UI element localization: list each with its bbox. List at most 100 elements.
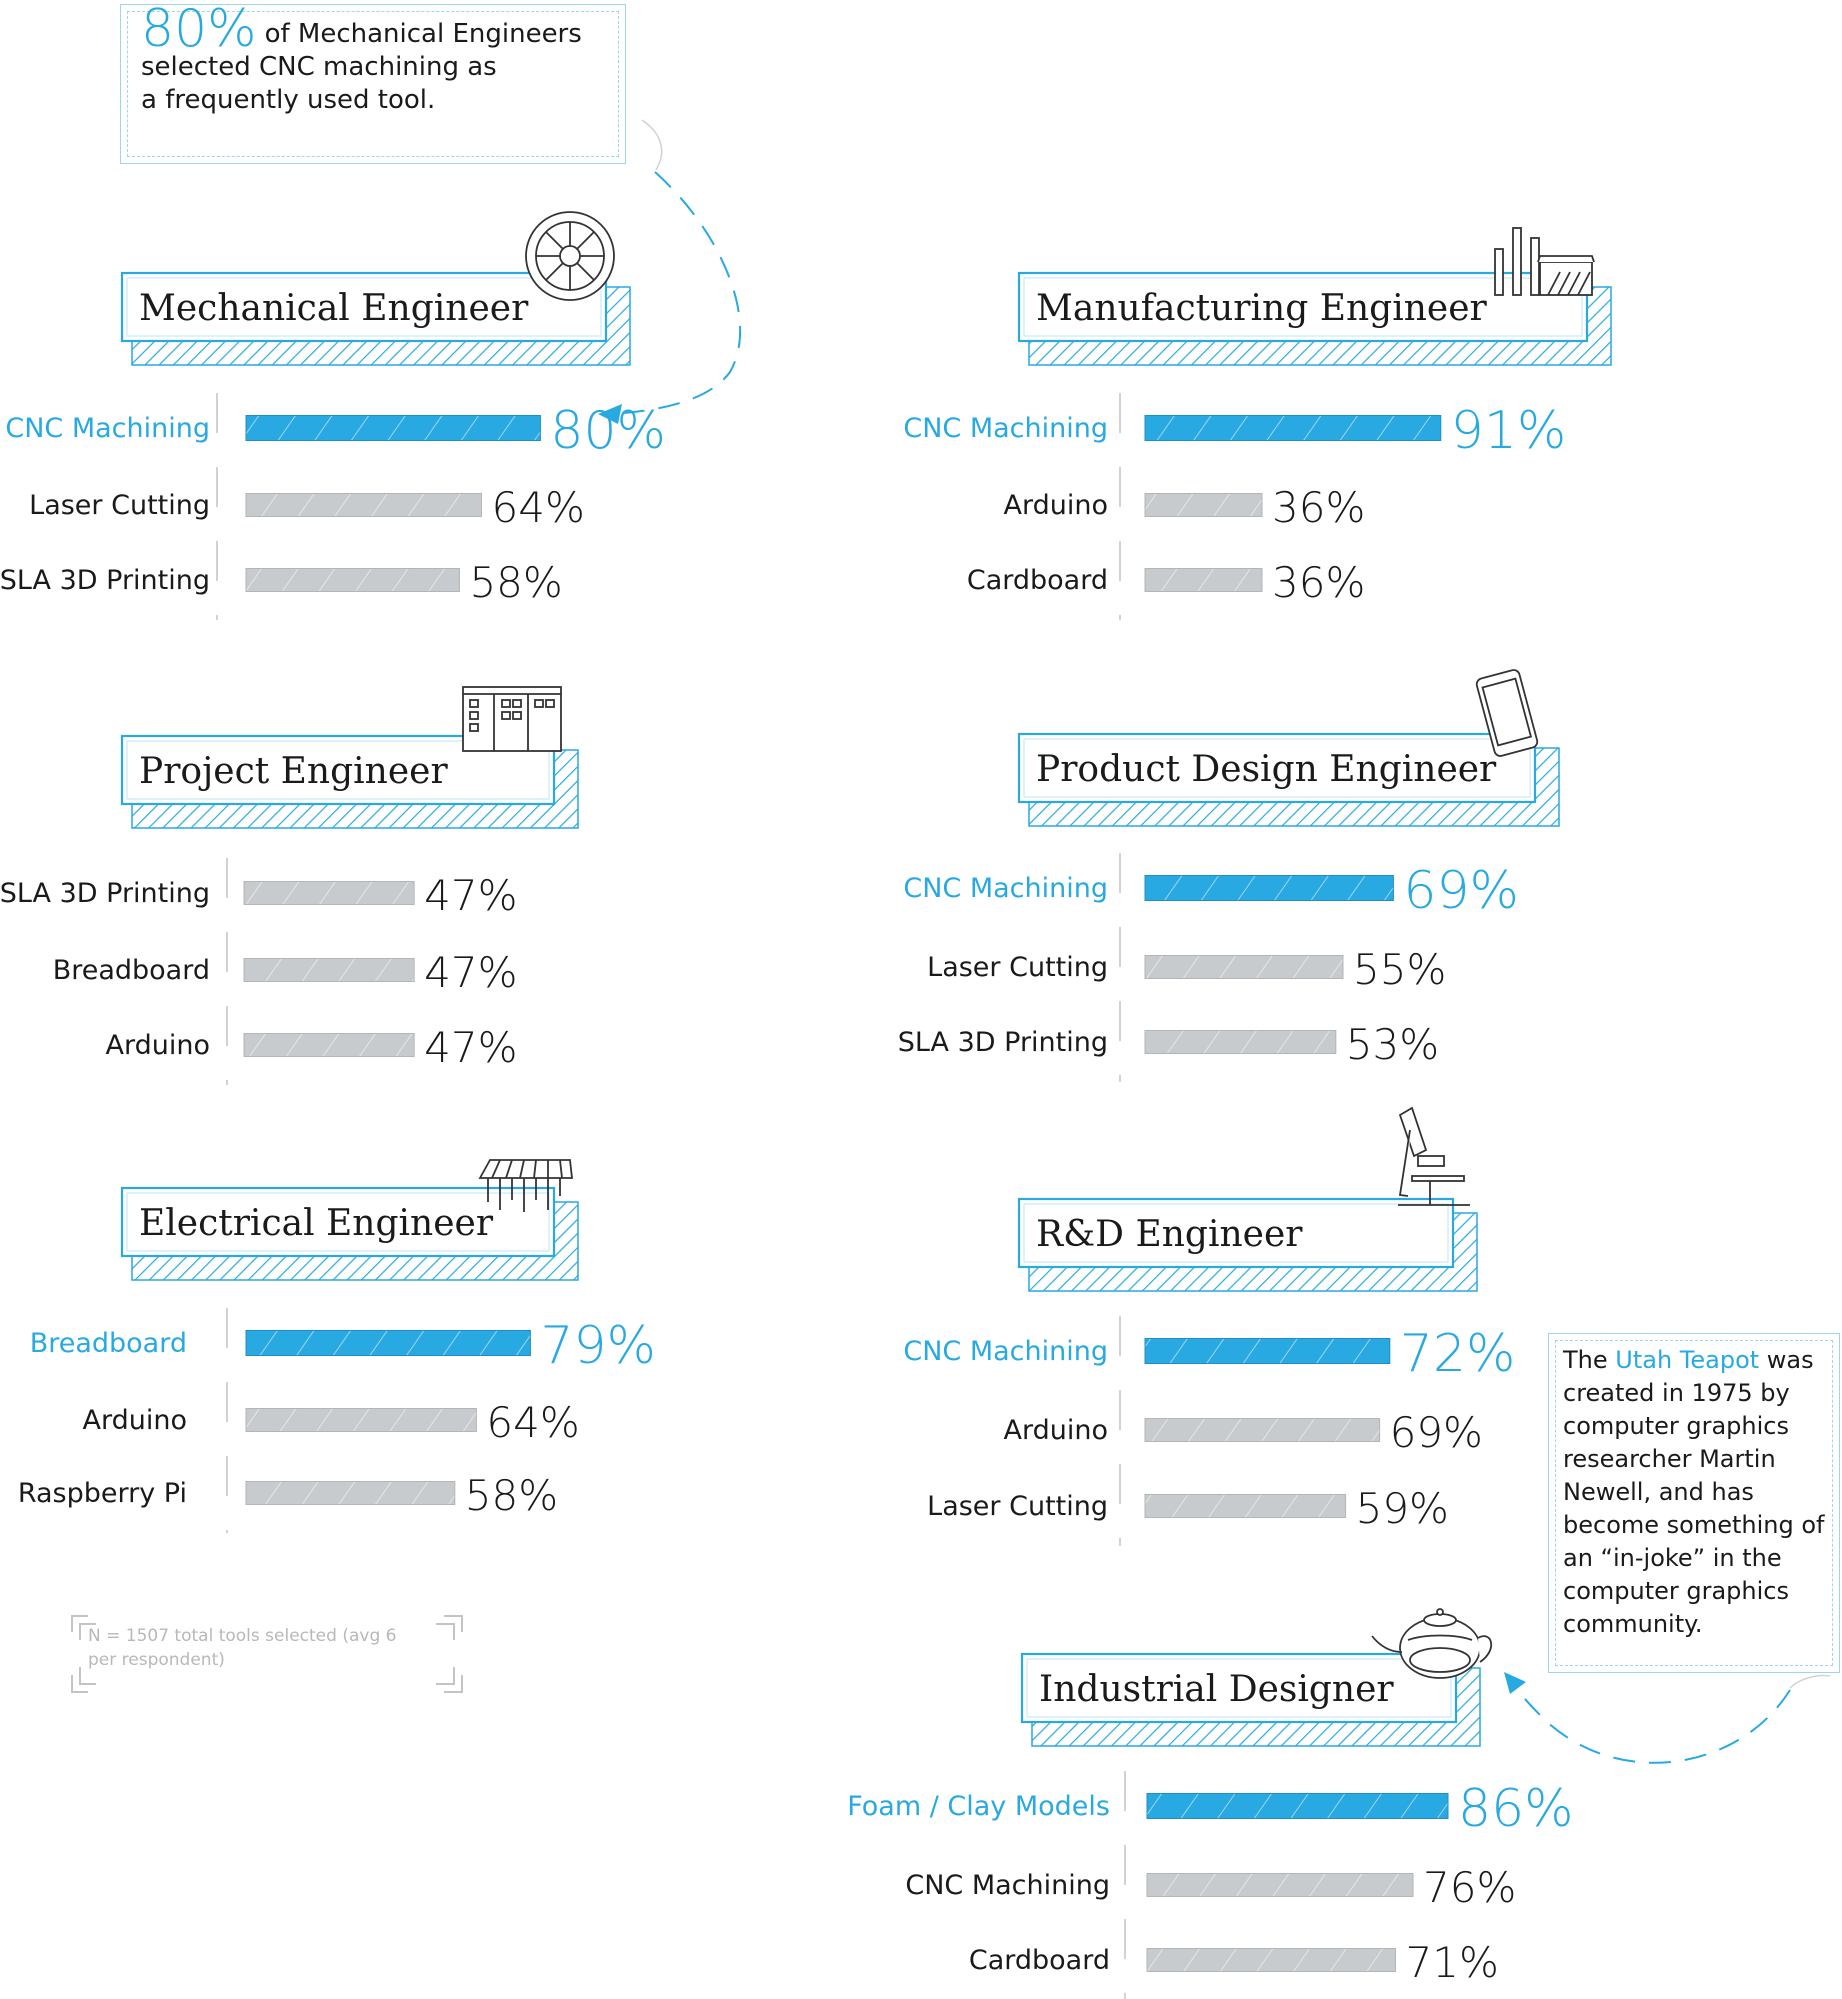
gear-icon	[525, 211, 615, 301]
data-label: 47%	[424, 948, 517, 997]
data-label: 55%	[1353, 945, 1446, 994]
header-box-inner	[126, 1192, 550, 1252]
bar	[243, 881, 415, 905]
bar	[1144, 955, 1344, 979]
bar	[1146, 1793, 1449, 1819]
chart-title: R&D Engineer	[1036, 1214, 1303, 1255]
chart-title: Project Engineer	[139, 751, 448, 792]
chart-title: Electrical Engineer	[139, 1203, 494, 1244]
category-label: Arduino	[1004, 490, 1108, 521]
category-label: SLA 3D Printing	[0, 565, 210, 596]
category-label: Cardboard	[969, 1945, 1110, 1976]
category-label: Breadboard	[30, 1328, 187, 1359]
category-label: Laser Cutting	[29, 490, 210, 521]
callout-arrow-teapot	[1509, 1679, 1791, 1764]
bar	[245, 568, 460, 592]
teapot-icon	[1371, 1608, 1492, 1679]
category-label: Cardboard	[967, 565, 1108, 596]
category-label: CNC Machining	[903, 873, 1108, 904]
callout-teapot-text-rest: was created in 1975 by computer graphics…	[1563, 1346, 1825, 1638]
bar	[1144, 415, 1442, 441]
microscope-icon	[1398, 1106, 1470, 1206]
data-label: 47%	[424, 1023, 517, 1072]
category-label: Laser Cutting	[927, 952, 1108, 983]
bar	[1144, 1494, 1347, 1518]
bar	[243, 958, 415, 982]
bar	[245, 493, 483, 517]
callout-top-line1: of Mechanical Engineers	[264, 19, 582, 49]
data-label: 72%	[1400, 1324, 1516, 1384]
data-label: 58%	[469, 558, 562, 607]
data-label: 79%	[540, 1316, 656, 1376]
header-box	[1017, 1197, 1455, 1269]
callout-top-dashed-border	[127, 11, 619, 157]
data-label: 47%	[424, 871, 517, 920]
header-box	[1020, 1652, 1458, 1724]
callout-teapot-text: The Utah Teapot was created in 1975 by c…	[1563, 1344, 1833, 1641]
category-label: CNC Machining	[905, 1870, 1110, 1901]
category-label: SLA 3D Printing	[0, 878, 210, 909]
callout-top-tail	[641, 119, 663, 171]
bar	[1144, 1338, 1391, 1364]
data-label: 71%	[1406, 1938, 1499, 1987]
category-label: Arduino	[1004, 1415, 1108, 1446]
category-label: CNC Machining	[5, 413, 210, 444]
category-label: CNC Machining	[903, 1336, 1108, 1367]
header-box	[120, 1186, 556, 1258]
microchip-icon	[478, 1159, 574, 1212]
callout-teapot: The Utah Teapot was created in 1975 by c…	[1548, 1333, 1840, 1673]
header-box-inner	[1023, 738, 1531, 798]
data-label: 69%	[1403, 861, 1519, 921]
callout-teapot-dashed-border	[1555, 1340, 1833, 1666]
callout-teapot-tail	[1789, 1674, 1831, 1689]
data-label: 59%	[1356, 1484, 1449, 1533]
header-box-inner	[1023, 277, 1583, 337]
callout-top-big-value: 80%	[141, 0, 257, 59]
smartphone-icon	[1475, 669, 1539, 757]
header-box-inner	[1026, 1658, 1452, 1718]
bar	[1144, 875, 1394, 901]
bar	[245, 1408, 477, 1432]
bar	[245, 415, 541, 441]
callout-teapot-text-start: The	[1563, 1346, 1616, 1374]
bar	[1146, 1873, 1414, 1897]
category-label: SLA 3D Printing	[898, 1027, 1108, 1058]
data-label: 53%	[1346, 1020, 1439, 1069]
bar	[1146, 1948, 1396, 1972]
bar	[1144, 1030, 1337, 1054]
bar	[245, 1330, 531, 1356]
data-label: 76%	[1423, 1863, 1516, 1912]
note-frame	[71, 1615, 463, 1693]
category-label: Foam / Clay Models	[847, 1791, 1110, 1822]
data-label: 64%	[492, 483, 585, 532]
bar	[1144, 1418, 1381, 1442]
data-label: 91%	[1451, 401, 1567, 461]
sample-size-note: N = 1507 total tools selected (avg 6 per…	[88, 1626, 397, 1670]
data-label: 36%	[1272, 558, 1365, 607]
data-label: 69%	[1390, 1408, 1483, 1457]
callout-top: 80%of Mechanical Engineers selected CNC …	[120, 3, 626, 164]
category-label: Raspberry Pi	[18, 1478, 187, 1509]
callout-top-line3: a frequently used tool.	[141, 85, 436, 115]
chart-title: Industrial Designer	[1039, 1669, 1394, 1710]
data-label: 36%	[1272, 483, 1365, 532]
bar	[1144, 568, 1263, 592]
category-label: Arduino	[106, 1030, 210, 1061]
header-box	[120, 271, 608, 343]
header-box	[1017, 732, 1537, 804]
callout-arrow-top	[604, 171, 742, 415]
header-box-inner	[1023, 1203, 1449, 1263]
callout-arrow-teapot-head	[1504, 1672, 1526, 1694]
chart-title: Mechanical Engineer	[139, 288, 529, 329]
callout-top-text: 80%of Mechanical Engineers selected CNC …	[141, 3, 582, 117]
bar	[1144, 493, 1263, 517]
header-box	[1017, 271, 1589, 343]
category-label: Arduino	[83, 1405, 187, 1436]
